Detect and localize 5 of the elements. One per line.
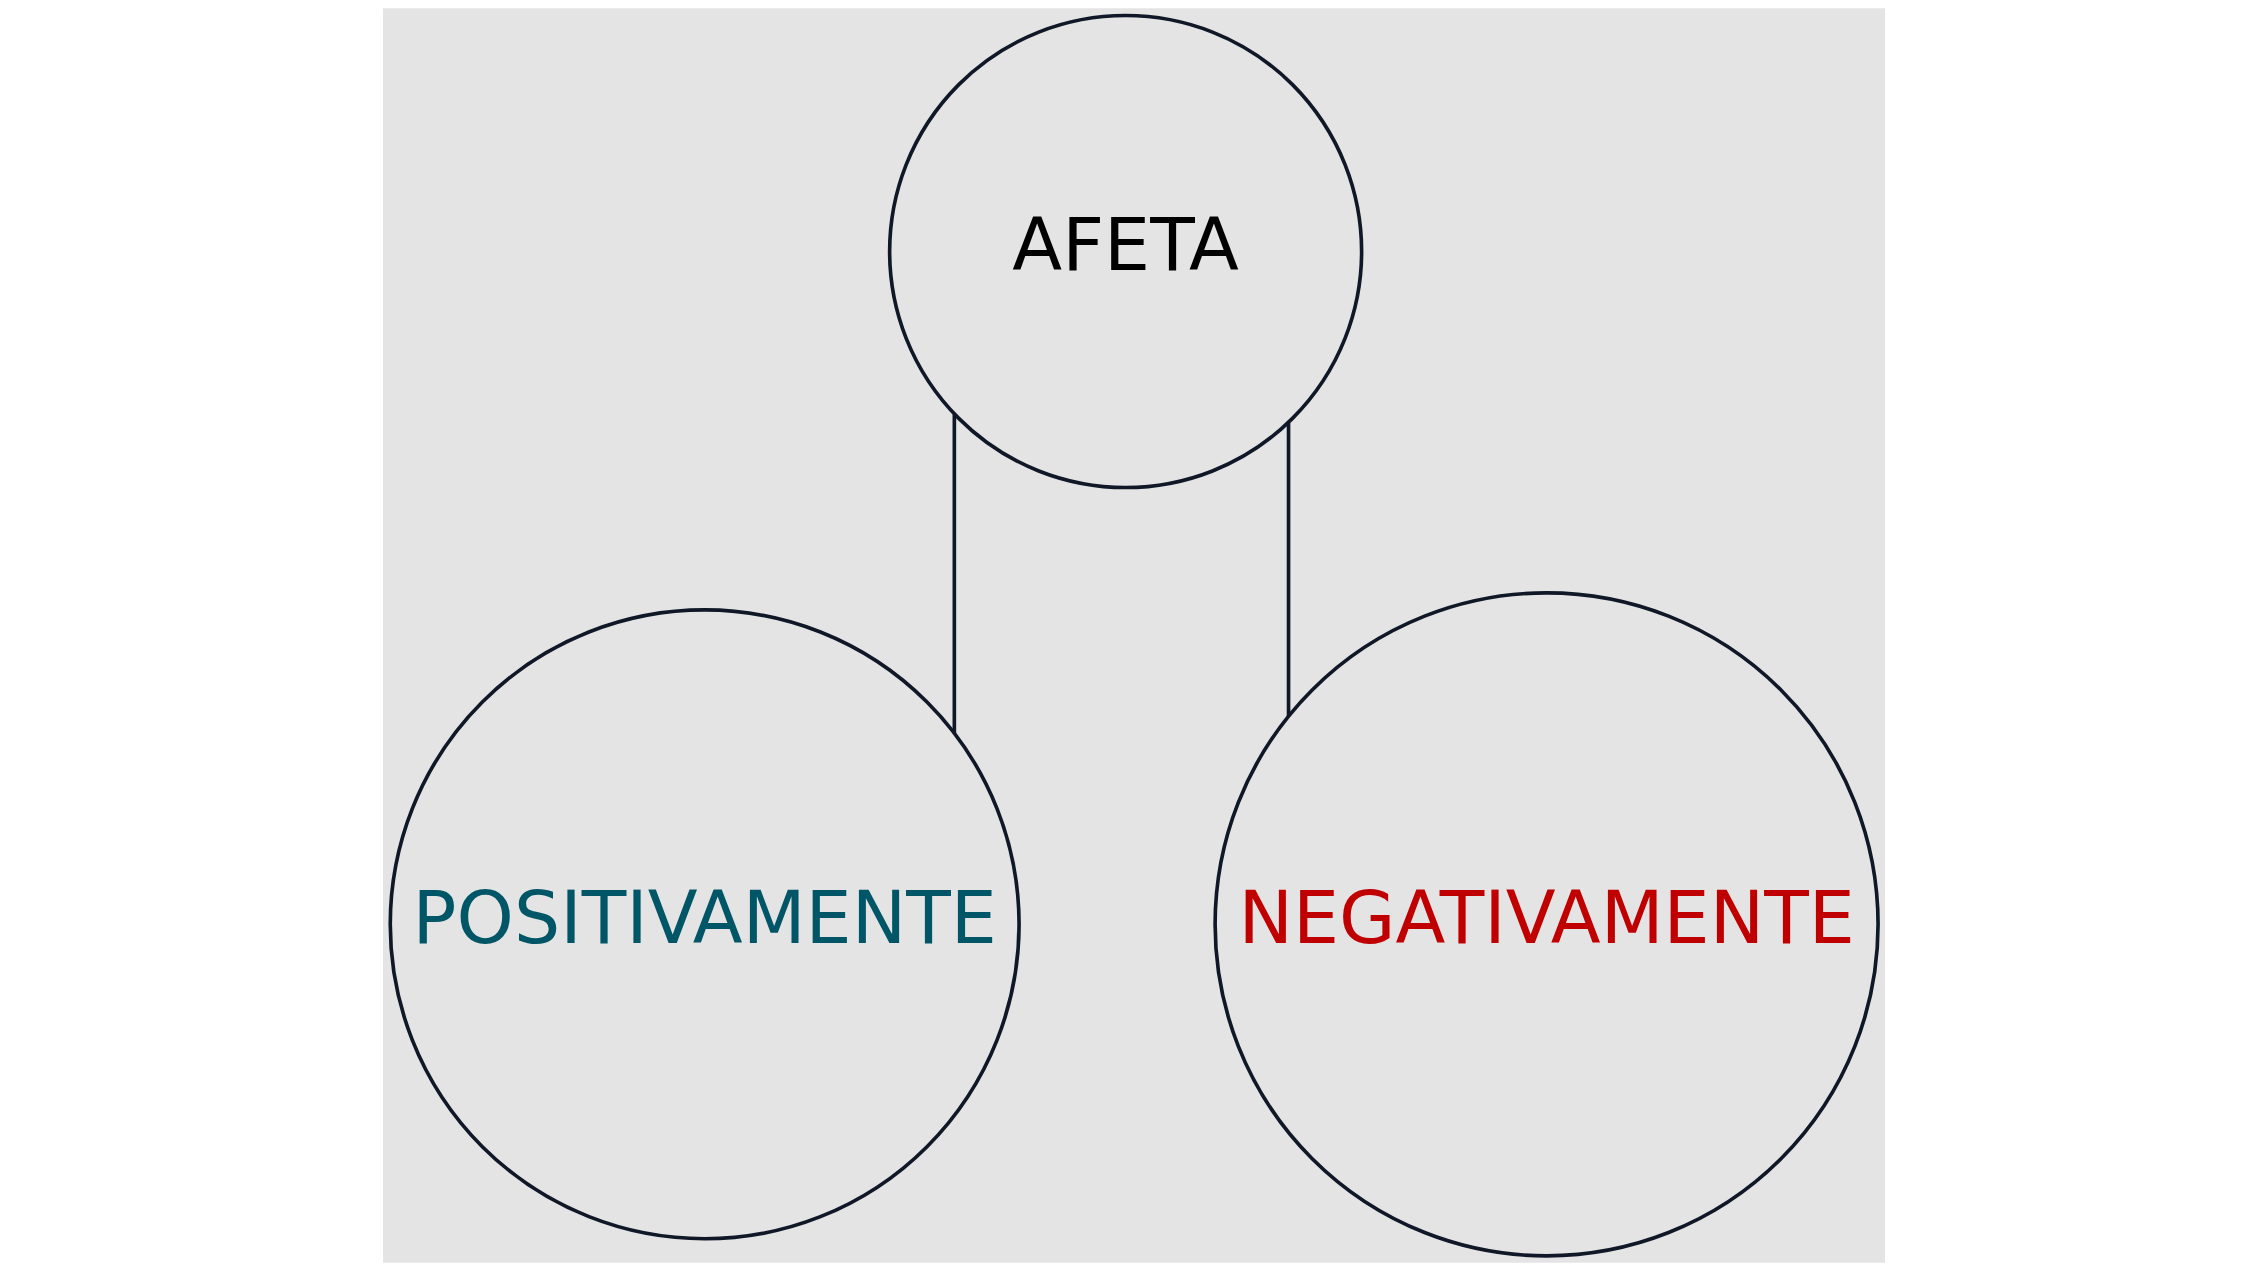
node-circle: POSITIVAMENTE: [387, 608, 1021, 1241]
node-circle: AFETA: [887, 13, 1363, 490]
node-circle: NEGATIVAMENTE: [1212, 591, 1880, 1258]
connector: [952, 414, 956, 734]
connector: [1286, 423, 1290, 717]
